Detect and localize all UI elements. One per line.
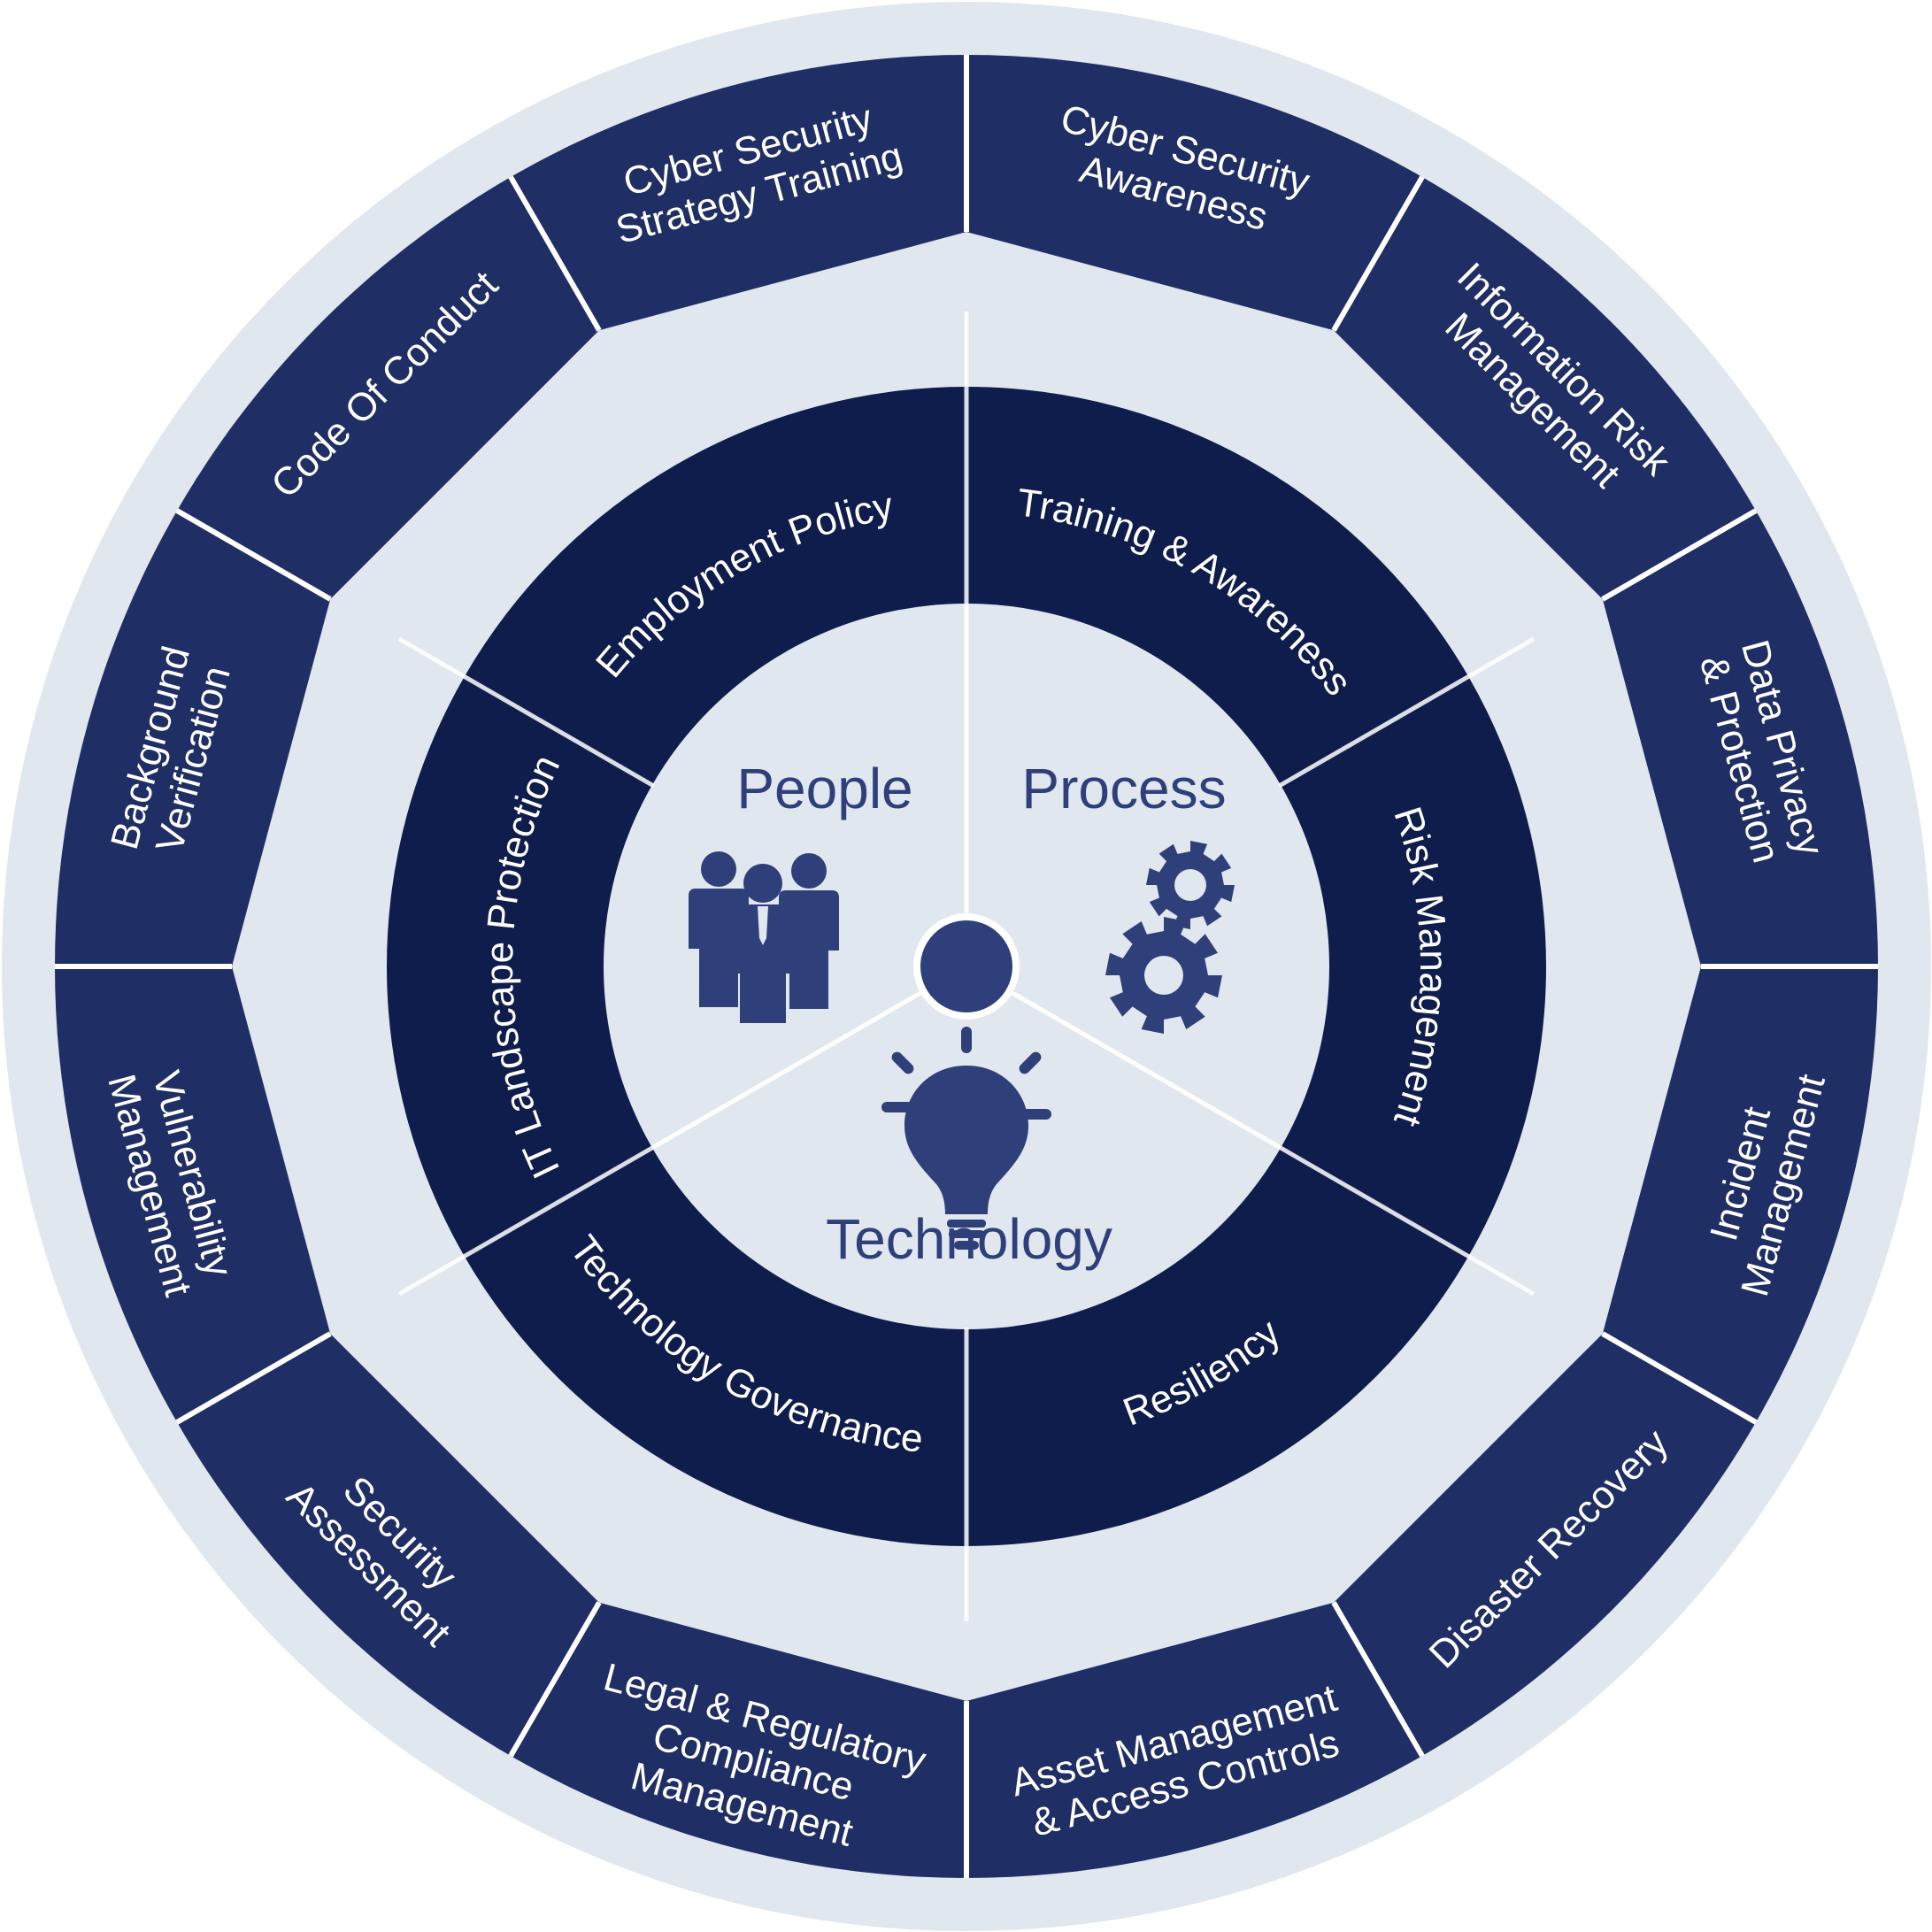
- middle-divider: [1278, 636, 1536, 789]
- outer-segment-irm: [1334, 108, 1825, 600]
- outer-segment-csst: [471, 55, 966, 331]
- center-divider: [652, 990, 922, 1150]
- outer-divider: [508, 175, 602, 332]
- gears-icon: [1105, 841, 1235, 1034]
- middle-divider: [397, 636, 655, 789]
- outer-divider: [175, 1331, 332, 1425]
- middle-divider: [397, 1144, 655, 1297]
- outer-divider: [508, 1601, 602, 1758]
- middle-segment-risk: [1279, 676, 1546, 1257]
- middle-ring: [386, 386, 1546, 1546]
- outer-segment-incident: [1602, 966, 1878, 1462]
- outer-segment-disaster: [1334, 1334, 1825, 1825]
- middle-segment-training: [966, 387, 1469, 786]
- outer-segment-asset: [966, 1602, 1462, 1878]
- outer-segment-legal: [471, 1602, 966, 1878]
- outer-segment-conduct: [108, 108, 600, 600]
- outer-divider: [175, 508, 332, 602]
- outer-segment-vuln: [55, 966, 331, 1462]
- outer-divider: [1601, 1331, 1758, 1425]
- outer-divider: [1331, 1601, 1425, 1758]
- outer-divider: [1601, 508, 1758, 602]
- people-group-icon: [689, 851, 839, 1023]
- dividers: [55, 55, 1878, 1878]
- technology-label: Technology: [826, 1207, 1112, 1271]
- gear-icon: [1105, 917, 1222, 1034]
- center-hub-dot: [913, 913, 1020, 1020]
- middle-segment-employment: [464, 386, 966, 786]
- gear-icon: [1146, 841, 1235, 929]
- middle-segment-techgov: [464, 1147, 966, 1546]
- outer-segment-csa: [966, 55, 1462, 331]
- process-label: Process: [1021, 757, 1226, 820]
- outer-segment-secassess: [108, 1334, 600, 1825]
- middle-segment-itland: [386, 676, 654, 1257]
- outer-segment-dpp: [1602, 471, 1878, 966]
- people-label: People: [736, 757, 912, 820]
- center-divider: [1011, 990, 1281, 1150]
- lightbulb-icon: [881, 1027, 1051, 1250]
- outer-divider: [1331, 175, 1425, 332]
- middle-segment-resiliency: [966, 1147, 1469, 1546]
- middle-divider: [1278, 1144, 1536, 1297]
- outer-segment-background: [55, 471, 331, 966]
